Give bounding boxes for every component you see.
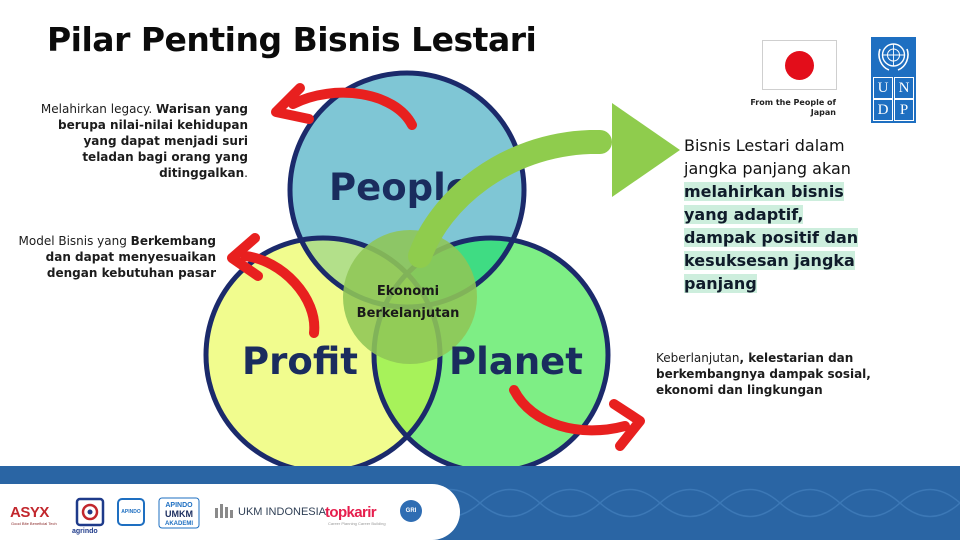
undp-letter-n: N — [894, 77, 914, 99]
note-profit-bold: Berkembang dan dapat menyesuaikan dengan… — [45, 234, 216, 280]
slide-title: Pilar Penting Bisnis Lestari — [47, 20, 537, 59]
red-arrow-profit-icon — [227, 233, 320, 338]
logo-topkarir: topkarir — [325, 504, 377, 521]
red-arrow-planet-icon — [509, 385, 645, 451]
undp-letter-u: U — [873, 77, 893, 99]
logo-asyx-tagline: Good Bite Beneficial Tech — [11, 521, 57, 526]
akademi-line2: UMKM — [165, 509, 193, 519]
center-label-line1: Ekonomi — [377, 284, 439, 299]
note-planet-plain: Keberlanjutan — [656, 351, 740, 365]
logo-agrindo-text: agrindo — [72, 528, 98, 535]
from-japan-label: From the People of Japan — [750, 98, 836, 117]
logo-apindo-umkm-akademi: APINDO UMKM AKADEMI — [158, 497, 200, 529]
center-label-line2: Berkelanjutan — [357, 306, 460, 321]
green-arrowhead — [612, 103, 680, 197]
undp-letter-d: D — [873, 99, 893, 121]
akademi-line1: APINDO — [165, 502, 193, 509]
logo-apindo: APINDO — [117, 498, 145, 526]
akademi-line3: AKADEMI — [165, 521, 193, 527]
flag-sun — [785, 51, 814, 80]
note-planet: Keberlanjutan, kelestarian dan berkemban… — [656, 350, 871, 398]
note-people-plain: Melahirkan legacy. — [40, 102, 157, 116]
flag-japan-icon — [762, 40, 837, 90]
un-emblem-icon — [878, 43, 909, 71]
logo-asyx: ASYX — [10, 504, 49, 521]
undp-logo: U N D P — [871, 37, 916, 123]
red-arrow-icon — [271, 83, 417, 130]
center-circle — [343, 230, 477, 364]
note-people: Melahirkan legacy. Warisan yang berupa n… — [30, 101, 248, 181]
summary-plain: Bisnis Lestari dalam jangka panjang akan — [684, 136, 851, 178]
note-profit-plain: Model Bisnis yang — [18, 234, 131, 248]
logo-gri: GRI — [400, 500, 422, 522]
note-profit: Model Bisnis yang Berkembang dan dapat m… — [0, 233, 217, 281]
agrindo-logo-icon — [75, 497, 105, 527]
note-people-end: . — [244, 166, 248, 180]
label-profit: Profit — [242, 340, 358, 383]
note-people-bold: Warisan yang berupa nilai-nilai kehidupa… — [58, 102, 248, 180]
logo-ukm-indonesia: UKM INDONESIA — [238, 506, 327, 518]
undp-letter-p: P — [894, 99, 914, 121]
note-planet-bold: , kelestarian dan berkembangnya dampak s… — [656, 351, 871, 397]
ukm-bars-icon — [215, 504, 233, 518]
label-planet: Planet — [449, 340, 583, 383]
summary-highlight: melahirkan bisnis yang adaptif, dampak p… — [684, 182, 859, 293]
logo-topkarir-tagline: Career Planning Career Building — [328, 521, 386, 526]
summary-text: Bisnis Lestari dalam jangka panjang akan… — [684, 134, 874, 295]
green-arrow-icon — [408, 130, 612, 268]
partner-logo-strip: ASYX Good Bite Beneficial Tech agrindo A… — [0, 484, 460, 540]
